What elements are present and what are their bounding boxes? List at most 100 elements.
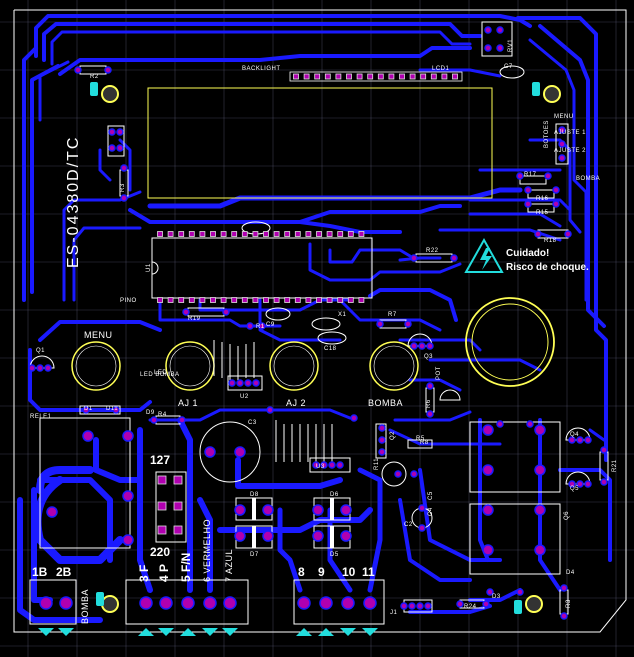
text-labels: ES-04380D/TC BACKLIGHT LCD1 PINO U1 MENU…: [30, 39, 618, 624]
connector-6-vermelho: 6 VERMELHO: [202, 519, 212, 582]
label-menu: MENU: [84, 330, 113, 340]
mounting-screws: [90, 82, 561, 614]
capacitor-c3-outline: [199, 421, 261, 483]
label-c18: C18: [324, 346, 337, 352]
voltage-jumper-outline: [155, 471, 187, 543]
label-pot: POT: [436, 366, 442, 380]
connector-1b: 1B: [32, 565, 48, 579]
bomba-button-outline: [369, 341, 419, 391]
label-r11: R11: [374, 458, 380, 470]
label-r8: R8: [420, 440, 429, 446]
label-220: 220: [150, 545, 170, 559]
terminal-power-outline: [125, 579, 249, 625]
label-q2: Q2: [390, 431, 396, 440]
label-j1: J1: [390, 610, 398, 616]
label-backlight: BACKLIGHT: [242, 66, 281, 72]
label-d7: D7: [250, 552, 259, 558]
label-c5: C5: [428, 491, 434, 500]
label-c3: C3: [248, 420, 257, 426]
label-d11: D11: [106, 406, 118, 412]
connector-11: 11: [362, 565, 375, 579]
connector-5fn: 5 F/N: [179, 553, 193, 582]
warning-line-2: Risco de choque.: [506, 262, 589, 273]
pads: [28, 26, 608, 620]
label-d8: D8: [250, 492, 259, 498]
label-led-bomba: LED BOMBA: [140, 372, 180, 378]
label-r3b: R3: [566, 599, 572, 608]
connector-2b: 2B: [56, 565, 72, 579]
label-d1: D1: [84, 406, 93, 412]
label-d4: D4: [566, 570, 575, 576]
label-r1: R1: [256, 324, 265, 330]
label-rele: RELE1: [30, 414, 52, 420]
lcd-window: [147, 87, 493, 199]
label-r3: R3: [120, 183, 126, 192]
label-r19: R19: [188, 316, 201, 322]
label-d9: D9: [146, 410, 155, 416]
label-r18: R18: [544, 238, 557, 244]
label-r7: R7: [388, 312, 397, 318]
label-menu-btn: MENU: [554, 114, 574, 120]
label-127: 127: [150, 453, 170, 467]
label-r5: R5: [416, 436, 425, 442]
aj2-button-outline: [269, 341, 319, 391]
label-x1: X1: [338, 312, 347, 318]
label-d6: D6: [330, 492, 339, 498]
label-aj1: AJ 1: [178, 398, 198, 408]
warning-triangle-icon: [464, 237, 504, 273]
label-u1: U1: [146, 263, 152, 272]
label-d3: D3: [492, 594, 501, 600]
label-c7: C7: [504, 64, 513, 70]
board-outline: [13, 9, 627, 633]
label-u2: U2: [240, 394, 249, 400]
label-u3: U3: [316, 464, 325, 470]
label-c4: C4: [428, 507, 434, 516]
label-lcd: LCD1: [432, 66, 450, 72]
label-q6: Q6: [564, 511, 570, 520]
label-r17: R17: [524, 172, 537, 178]
label-q3: Q3: [424, 354, 433, 360]
label-r6: R6: [426, 399, 432, 408]
menu-button-outline: [71, 341, 121, 391]
connector-bomba-label: BOMBA: [80, 589, 90, 624]
connector-10: 10: [342, 565, 356, 579]
label-led: LED: [154, 370, 167, 376]
silkscreen: [29, 21, 609, 636]
label-r22: R22: [426, 248, 439, 254]
connector-7-azul: 7 AZUL: [224, 549, 234, 582]
label-r24: R24: [464, 604, 477, 610]
aj1-button-outline: [165, 341, 215, 391]
label-pino: PINO: [120, 298, 137, 304]
label-botoes: BOTOES: [544, 120, 550, 148]
terminal-arrow-icons: [38, 628, 378, 636]
label-c2: C2: [404, 522, 413, 528]
label-c9: C9: [266, 322, 275, 328]
copper-traces: [17, 14, 612, 623]
label-aj2: AJ 2: [286, 398, 306, 408]
lcd-header: [289, 71, 463, 82]
connector-3f: 3 F: [137, 565, 151, 582]
ic-u1-outline: [151, 237, 373, 299]
label-q1: Q1: [36, 348, 45, 354]
label-bomba-btn: BOMBA: [576, 176, 600, 182]
label-r15: R15: [536, 210, 549, 216]
buzzer-outline: [465, 297, 555, 387]
label-d5: D5: [330, 552, 339, 558]
terminal-sensors-outline: [293, 579, 385, 625]
label-rv1: RV1: [508, 39, 514, 52]
warning-line-1: Cuidado!: [506, 248, 549, 259]
label-q5: Q5: [570, 486, 579, 492]
connector-8: 8: [298, 565, 305, 579]
label-r4: R4: [158, 412, 167, 418]
relay-outline: [39, 417, 131, 549]
label-ajuste2: AJUSTE 2: [554, 148, 586, 154]
label-r21: R21: [612, 459, 618, 472]
connector-4p: 4 P: [157, 564, 171, 582]
label-q4: Q4: [570, 432, 579, 438]
label-r2: R2: [90, 74, 99, 80]
connector-9: 9: [318, 565, 325, 579]
label-r16: R16: [536, 196, 549, 202]
label-ajuste1: AJUSTE 1: [554, 130, 586, 136]
